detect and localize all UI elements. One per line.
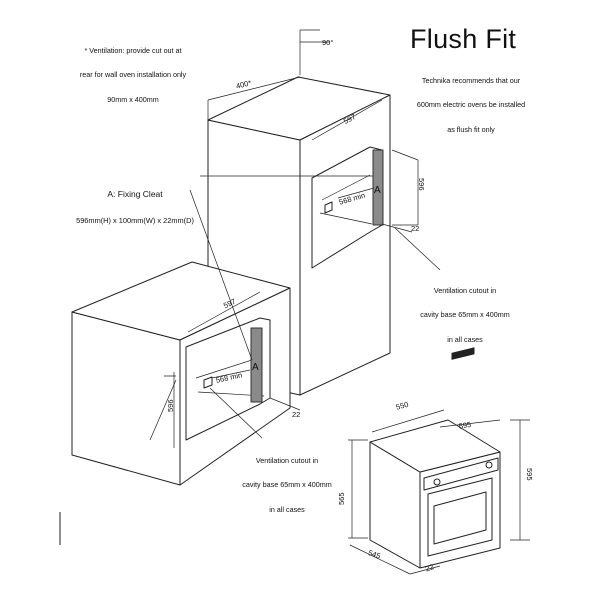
recommendation-line-2: 600mm electric ovens be installed	[416, 100, 526, 110]
bench-vent-line-1: Ventilation cutout in	[255, 455, 319, 465]
tower-vent-cutout-label: Ventilation cutout in cavity base 65mm x…	[400, 270, 530, 361]
tower-gap-dimension: 22	[411, 224, 420, 233]
bench-cleat-marker: A	[252, 362, 259, 373]
tower-fixing-cleat	[372, 149, 384, 226]
oven-total-height-dimension: 595	[525, 468, 534, 481]
bench-vent-cutout-label: Ventilation cutout in cavity base 65mm x…	[222, 440, 352, 531]
tower-height-dimension: 596	[417, 178, 426, 191]
tower-angle-dimension: 90°	[322, 38, 334, 47]
fixing-cleat-size: 596mm(H) x 100mm(W) x 22mm(D)	[76, 215, 194, 225]
recommendation-note: Technika recommends that our 600mm elect…	[396, 60, 546, 151]
page-title: Flush Fit	[410, 24, 517, 54]
recommendation-line-1: Technika recommends that our	[421, 75, 521, 85]
fixing-cleat-heading: A: Fixing Cleat	[107, 189, 163, 200]
recommendation-line-3: as flush fit only	[447, 125, 495, 135]
bench-vent-line-3: in all cases	[269, 505, 305, 515]
tower-vent-cutout	[324, 201, 333, 214]
fixing-cleat-label: A: Fixing Cleat 596mm(H) x 100mm(W) x 22…	[60, 173, 210, 242]
ventilation-note: * Ventilation: provide cut out at rear f…	[58, 30, 208, 121]
bench-cabinet	[71, 261, 291, 486]
bench-vent-line-2: cavity base 65mm x 400mm	[242, 480, 332, 490]
ventilation-note-line-2: rear for wall oven installation only	[79, 70, 187, 80]
bench-vent-cutout	[203, 376, 213, 389]
bench-gap-dimension: 22	[292, 410, 301, 419]
ventilation-note-line-1: * Ventilation: provide cut out at	[84, 45, 182, 55]
tower-vent-line-1: Ventilation cutout in	[433, 285, 497, 295]
ventilation-note-line-3: 90mm x 400mm	[107, 95, 159, 105]
oven-body-height-dimension: 565	[337, 492, 346, 505]
bench-fixing-cleat	[250, 327, 263, 403]
tower-vent-line-3: in all cases	[447, 335, 483, 345]
oven-unit	[369, 347, 501, 569]
tower-vent-line-2: cavity base 65mm x 400mm	[420, 310, 510, 320]
tower-cleat-marker: A	[374, 185, 381, 196]
bench-height-dimension: 596	[166, 399, 175, 412]
